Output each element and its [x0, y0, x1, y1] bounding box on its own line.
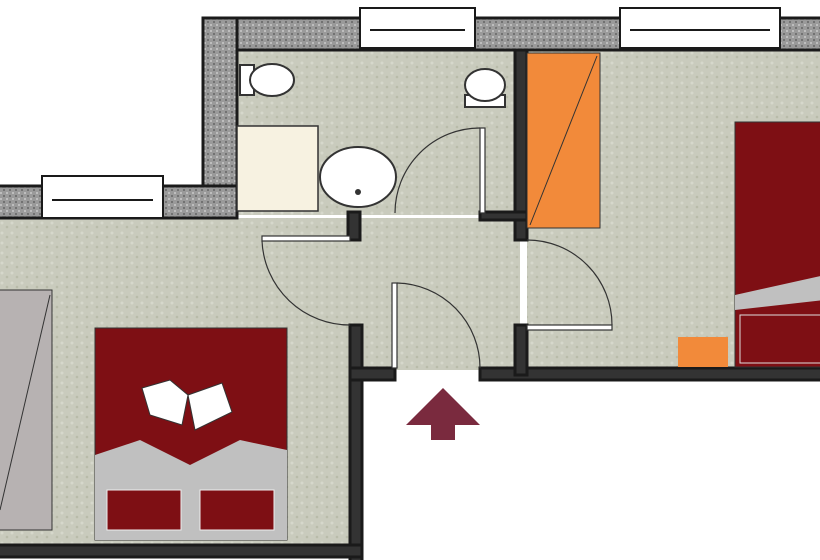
- corridor-right-wall: [513, 323, 529, 377]
- bed-icon: [734, 121, 820, 368]
- left-room-right-wall: [348, 323, 364, 560]
- sink-icon: [319, 146, 397, 208]
- corridor-bottom-wall-left: [348, 366, 397, 382]
- left-room-bottom-wall: [0, 543, 364, 559]
- shower: [236, 125, 319, 212]
- window-icon: [41, 7, 781, 219]
- wardrobe-icon: [0, 289, 53, 531]
- door-swing-icon: [261, 127, 613, 369]
- toilet-icon: [239, 63, 506, 108]
- wardrobe-icon: [526, 52, 601, 229]
- bed-icon: [94, 327, 288, 541]
- nightstand: [678, 337, 728, 367]
- walls: [0, 16, 820, 560]
- bathroom-bottom-wall: [346, 210, 362, 242]
- right-room-bottom-wall: [478, 366, 820, 382]
- bathroom-divider-wall: [478, 210, 529, 222]
- entrance-arrow-icon: [406, 388, 480, 440]
